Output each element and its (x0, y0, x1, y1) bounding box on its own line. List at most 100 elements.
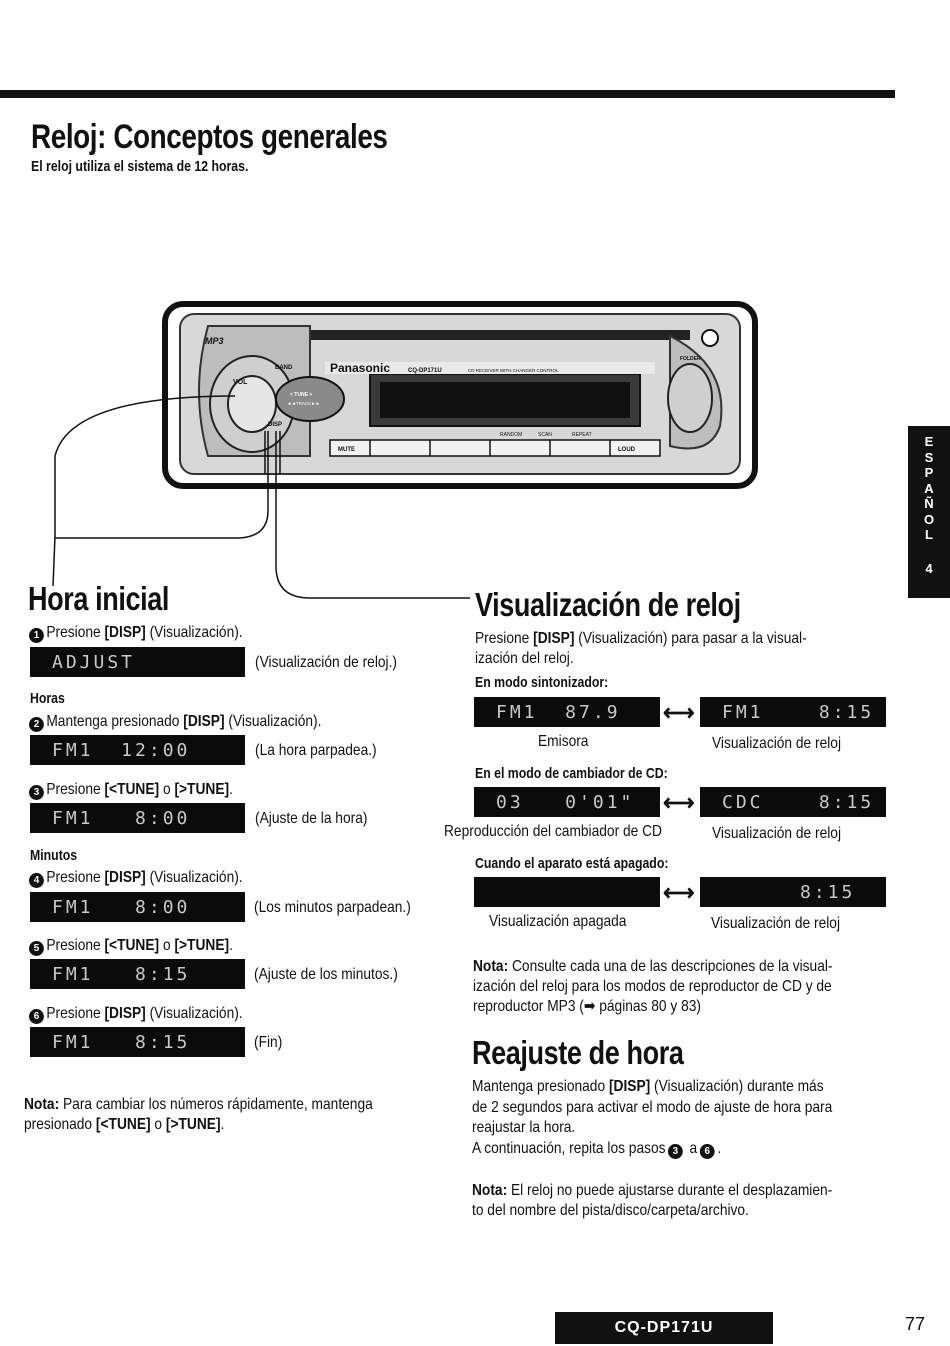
minutos-label: Minutos (30, 847, 78, 864)
lcd-tuner-station: FM1 87.9 (474, 697, 660, 727)
note-visualizacion-line3: reproductor MP3 (➡ páginas 80 y 83) (473, 998, 701, 1015)
caption-off: Visualización apagada (489, 913, 627, 930)
tab-letter: O (923, 511, 935, 527)
section-title-visualizacion: Visualización de reloj (475, 586, 741, 623)
lcd-off (474, 877, 660, 907)
repeat-label: REPEAT (572, 432, 592, 438)
note-visualizacion: Nota: Consulte cada una de las descripci… (473, 958, 833, 975)
top-rule (0, 90, 895, 98)
radio-display-inner (380, 382, 630, 418)
track-label: ◄◄TRACK►► (287, 401, 320, 406)
band-label: BAND (275, 365, 293, 371)
receiver-label: CD RECEIVER WITH CHANGER CONTROL (468, 368, 559, 373)
lcd-caption: (Los minutos parpadean.) (254, 899, 411, 916)
lcd-changer-clock: CDC 8:15 (700, 787, 886, 817)
note-hora-inicial: Nota: Para cambiar los números rápidamen… (24, 1096, 373, 1113)
page-number: 77 (905, 1314, 926, 1334)
lcd-caption: (Ajuste de la hora) (255, 810, 368, 827)
mp3-label: MP3 (205, 336, 224, 346)
leader-line-vol (55, 431, 269, 539)
folder-knob (667, 363, 713, 433)
reajuste-line1: Mantenga presionado [DISP] (Visualizació… (472, 1078, 824, 1095)
lcd-tuner-clock: FM1 8:15 (700, 697, 886, 727)
toggle-arrow: ⟷ (663, 880, 695, 905)
note-reajuste-line2: to del nombre del pista/disco/carpeta/ar… (472, 1202, 749, 1219)
tuner-mode-label: En modo sintonizador: (475, 674, 609, 691)
lcd-display: FM1 12:00 (30, 735, 245, 765)
lcd-display: FM1 8:00 (30, 803, 245, 833)
lcd-display: ADJUST (30, 647, 245, 677)
changer-mode-label: En el modo de cambiador de CD: (475, 765, 668, 782)
lcd-caption: (Ajuste de los minutos.) (254, 966, 398, 983)
step-number: 6 (29, 1009, 44, 1024)
radio-illustration: Panasonic CQ-DP171U CD RECEIVER WITH CHA… (52, 301, 758, 599)
loud-label: LOUD (618, 447, 636, 453)
preset-row (329, 439, 661, 457)
brand-bar (325, 362, 655, 374)
tab-letter: L (925, 527, 933, 542)
leader-line-disp (275, 431, 470, 599)
tab-letter: Ñ (924, 496, 934, 511)
caption-clock: Visualización de reloj (712, 735, 842, 752)
tab-page: 4 (925, 560, 933, 576)
model-label: CQ-DP171U (408, 368, 442, 374)
brand-label: Panasonic (330, 361, 390, 375)
tab-letter: E (924, 434, 934, 449)
tab-letter: S (924, 449, 934, 465)
step-number: 3 (29, 785, 44, 800)
scan-label: SCAN (538, 432, 552, 438)
visualizacion-intro-line2: ización del reloj. (475, 650, 574, 667)
step-number: 3 (668, 1144, 684, 1159)
toggle-arrow: ⟷ (663, 790, 695, 815)
reajuste-line4: A continuación, repita los pasos 3 a 6. (472, 1140, 722, 1159)
lcd-caption: (Fin) (254, 1034, 283, 1051)
reajuste-line3: reajustar la hora. (472, 1119, 576, 1136)
tab-letter: A (924, 480, 934, 496)
visualizacion-intro: Presione [DISP] (Visualización) para pas… (475, 630, 807, 647)
caption-clock: Visualización de reloj (711, 915, 841, 932)
cd-slot (300, 330, 690, 340)
section-title-hora-inicial: Hora inicial (28, 580, 169, 617)
lcd-changer-play: 03 0'01" (474, 787, 660, 817)
step-number: 1 (29, 628, 44, 643)
disp-label: DISP (268, 422, 282, 428)
lcd-off-clock: 8:15 (700, 877, 886, 907)
footer-model: CQ-DP171U (555, 1312, 773, 1344)
caption-emisora: Emisora (538, 733, 589, 750)
step-number: 5 (29, 941, 44, 956)
lcd-display: FM1 8:15 (30, 959, 245, 989)
eject-button (701, 329, 719, 347)
vol-label: VOL (233, 379, 248, 386)
lcd-display: FM1 8:15 (30, 1027, 245, 1057)
note-hora-inicial-line2: presionado [<TUNE] o [>TUNE]. (24, 1116, 225, 1133)
reajuste-line2: de 2 segundos para activar el modo de aj… (472, 1099, 833, 1116)
section-title-reajuste: Reajuste de hora (472, 1034, 684, 1071)
tab-letter: P (924, 465, 934, 480)
language-tab: E S P A Ñ O L 4 (908, 426, 950, 598)
lcd-display: FM1 8:00 (30, 892, 245, 922)
tune-label: < TUNE > (290, 392, 312, 398)
note-visualizacion-line2: ización del reloj para los modos de repr… (473, 978, 832, 995)
lcd-caption: (Visualización de reloj.) (255, 654, 398, 671)
off-mode-label: Cuando el aparato está apagado: (475, 855, 669, 872)
caption-clock: Visualización de reloj (712, 825, 842, 842)
page-title: Reloj: Conceptos generales (31, 118, 388, 156)
toggle-arrow: ⟷ (663, 700, 695, 725)
leader-line-tune (52, 395, 236, 587)
step-number: 2 (29, 717, 44, 732)
lcd-caption: (La hora parpadea.) (255, 742, 377, 759)
step-number: 6 (700, 1144, 715, 1159)
folder-label: FOLDER (680, 356, 701, 362)
mute-label: MUTE (338, 447, 355, 453)
caption-changer-play: Reproducción del cambiador de CD (444, 823, 662, 840)
step-number: 4 (29, 873, 44, 888)
note-reajuste: Nota: El reloj no puede ajustarse durant… (472, 1182, 833, 1199)
page-subtitle: El reloj utiliza el sistema de 12 horas. (31, 158, 249, 175)
horas-label: Horas (30, 690, 65, 707)
